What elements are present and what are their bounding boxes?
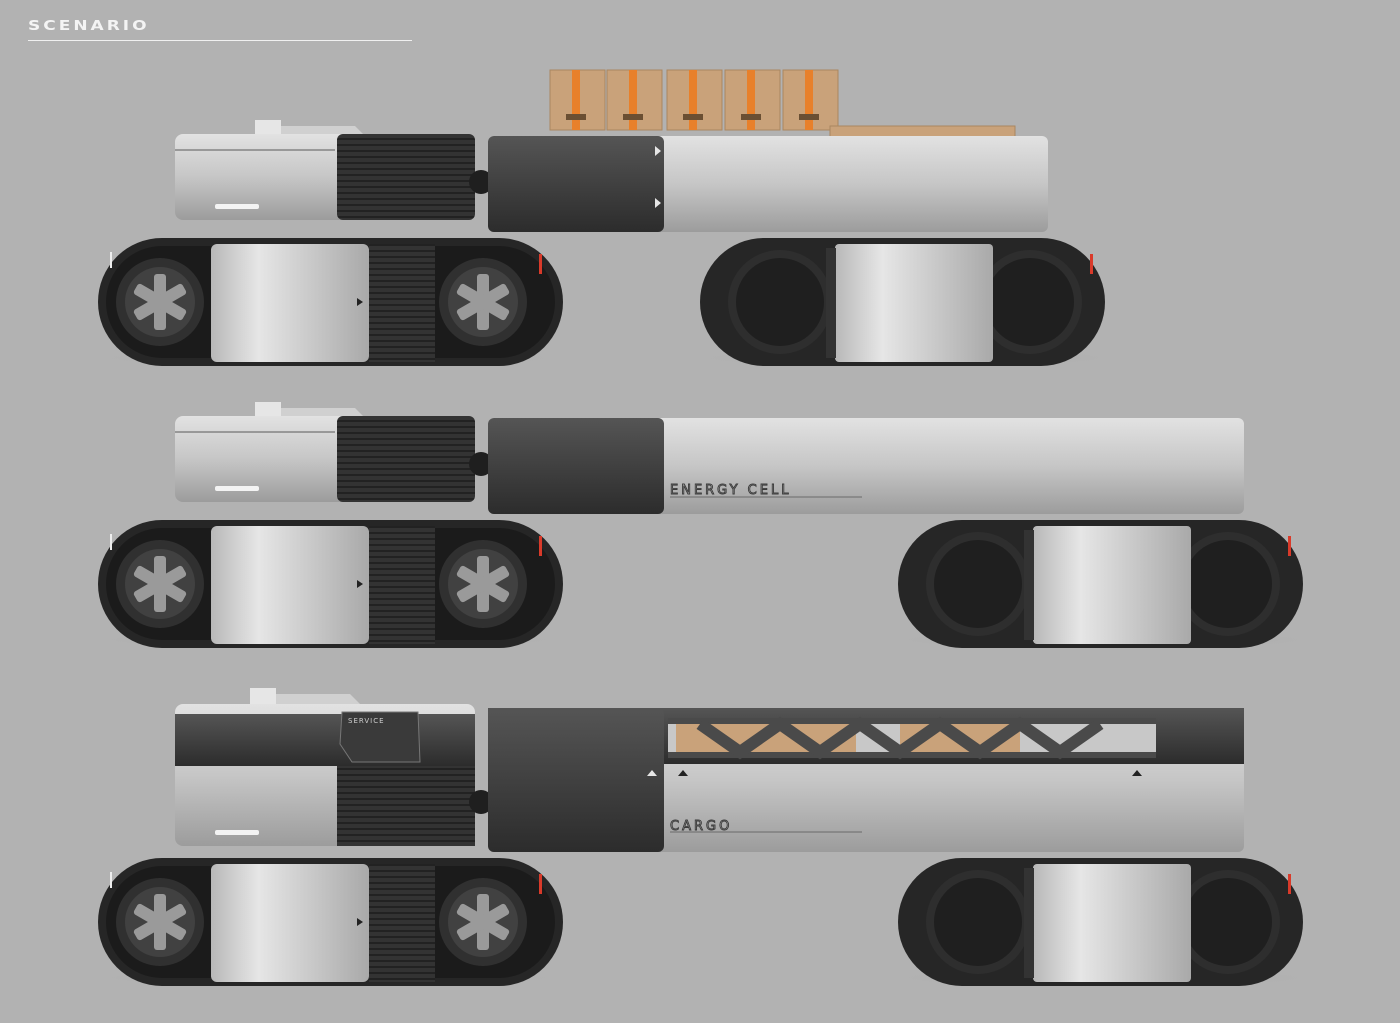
cargo-label: CARGO [670,819,732,834]
service-cab [175,688,493,846]
energy-cell-module [488,418,1244,514]
page-title: SCENARIO [28,18,150,34]
scenario-3-cargo-truss: SERVICE CARGO [78,688,1328,988]
energy-cell-label: ENERGY CELL [670,483,791,498]
cargo-box-stack [549,69,1016,139]
cargo-module [488,708,1244,852]
scenario-1-cargo-train [78,69,1130,368]
front-cab [174,119,494,221]
service-label: SERVICE [348,717,385,725]
title-underline [28,40,412,41]
front-cab [174,401,494,503]
track-module-hub [78,238,578,368]
track-module-plain [680,238,1130,368]
track-module-plain [878,520,1328,650]
track-module-hub [78,858,578,988]
trailer-module [488,136,1048,232]
track-module-hub [78,520,578,650]
scenario-2-energy-cell: ENERGY CELL [78,401,1328,650]
track-module-plain [878,858,1328,988]
